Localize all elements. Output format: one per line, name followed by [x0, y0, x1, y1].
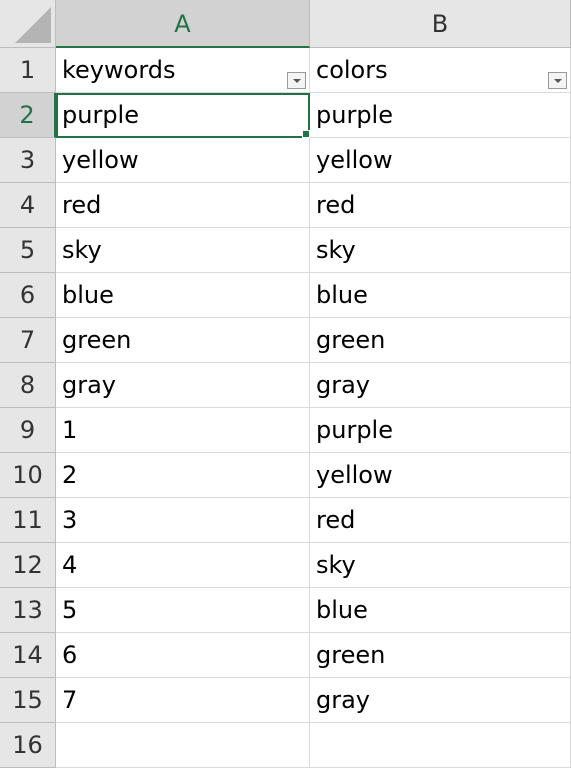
cell-b5[interactable]: sky: [310, 228, 571, 273]
row-header-4[interactable]: 4: [0, 183, 56, 228]
cell-b12[interactable]: sky: [310, 543, 571, 588]
cell-a14[interactable]: 6: [56, 633, 310, 678]
cell-a16[interactable]: [56, 723, 310, 768]
cell-value: 6: [62, 641, 78, 669]
row-header-7[interactable]: 7: [0, 318, 56, 363]
row-header-12[interactable]: 12: [0, 543, 56, 588]
row-header-5[interactable]: 5: [0, 228, 56, 273]
cell-value: purple: [62, 101, 139, 129]
row-header-1[interactable]: 1: [0, 48, 56, 93]
cell-value: blue: [316, 281, 368, 309]
cell-value: gray: [316, 371, 371, 399]
column-header-b[interactable]: B: [310, 0, 571, 48]
cell-value: sky: [316, 551, 356, 579]
cell-value: green: [62, 326, 132, 354]
cell-a6[interactable]: blue: [56, 273, 310, 318]
cell-b14[interactable]: green: [310, 633, 571, 678]
cell-b9[interactable]: purple: [310, 408, 571, 453]
row-header-13[interactable]: 13: [0, 588, 56, 633]
cell-value: blue: [62, 281, 114, 309]
cell-b11[interactable]: red: [310, 498, 571, 543]
cell-b7[interactable]: green: [310, 318, 571, 363]
select-all-triangle-icon: [15, 7, 51, 43]
row-header-10[interactable]: 10: [0, 453, 56, 498]
cell-b8[interactable]: gray: [310, 363, 571, 408]
cell-value: green: [316, 641, 386, 669]
cell-a3[interactable]: yellow: [56, 138, 310, 183]
filter-dropdown-b-icon[interactable]: [548, 72, 567, 89]
cell-value: 2: [62, 461, 78, 489]
cell-value: yellow: [316, 146, 393, 174]
cell-value: 7: [62, 686, 78, 714]
cell-a7[interactable]: green: [56, 318, 310, 363]
row-header-8[interactable]: 8: [0, 363, 56, 408]
cell-a1[interactable]: keywords: [56, 48, 310, 93]
cell-b3[interactable]: yellow: [310, 138, 571, 183]
cell-a13[interactable]: 5: [56, 588, 310, 633]
fill-handle[interactable]: [302, 130, 310, 138]
cell-value: yellow: [62, 146, 139, 174]
cell-value: blue: [316, 596, 368, 624]
row-header-15[interactable]: 15: [0, 678, 56, 723]
cell-a9[interactable]: 1: [56, 408, 310, 453]
cell-value: red: [316, 506, 356, 534]
cell-b1[interactable]: colors: [310, 48, 571, 93]
cell-value: green: [316, 326, 386, 354]
cell-b15[interactable]: gray: [310, 678, 571, 723]
cell-value: red: [316, 191, 356, 219]
cell-a2[interactable]: purple: [56, 93, 310, 138]
row-header-11[interactable]: 11: [0, 498, 56, 543]
cell-a11[interactable]: 3: [56, 498, 310, 543]
cell-a5[interactable]: sky: [56, 228, 310, 273]
row-header-2[interactable]: 2: [0, 93, 56, 138]
cell-value: 1: [62, 416, 78, 444]
cell-value: gray: [62, 371, 117, 399]
cell-value: 4: [62, 551, 78, 579]
cell-value: red: [62, 191, 102, 219]
row-header-6[interactable]: 6: [0, 273, 56, 318]
cell-value: yellow: [316, 461, 393, 489]
column-header-a[interactable]: A: [56, 0, 310, 48]
cell-b10[interactable]: yellow: [310, 453, 571, 498]
cell-value: keywords: [62, 56, 176, 84]
cell-value: purple: [316, 416, 393, 444]
filter-dropdown-a-icon[interactable]: [287, 72, 306, 89]
cell-a10[interactable]: 2: [56, 453, 310, 498]
cell-b13[interactable]: blue: [310, 588, 571, 633]
row-header-14[interactable]: 14: [0, 633, 56, 678]
select-all-corner[interactable]: [0, 0, 56, 48]
cell-a8[interactable]: gray: [56, 363, 310, 408]
cell-value: gray: [316, 686, 371, 714]
cell-value: purple: [316, 101, 393, 129]
cell-value: 5: [62, 596, 78, 624]
row-header-9[interactable]: 9: [0, 408, 56, 453]
cell-b16[interactable]: [310, 723, 571, 768]
cell-b6[interactable]: blue: [310, 273, 571, 318]
cell-value: 3: [62, 506, 78, 534]
cell-a12[interactable]: 4: [56, 543, 310, 588]
cell-b2[interactable]: purple: [310, 93, 571, 138]
cell-value: sky: [316, 236, 356, 264]
cell-a15[interactable]: 7: [56, 678, 310, 723]
cell-b4[interactable]: red: [310, 183, 571, 228]
row-header-16[interactable]: 16: [0, 723, 56, 768]
row-header-3[interactable]: 3: [0, 138, 56, 183]
cell-value: sky: [62, 236, 102, 264]
cell-a4[interactable]: red: [56, 183, 310, 228]
cell-value: colors: [316, 56, 388, 84]
